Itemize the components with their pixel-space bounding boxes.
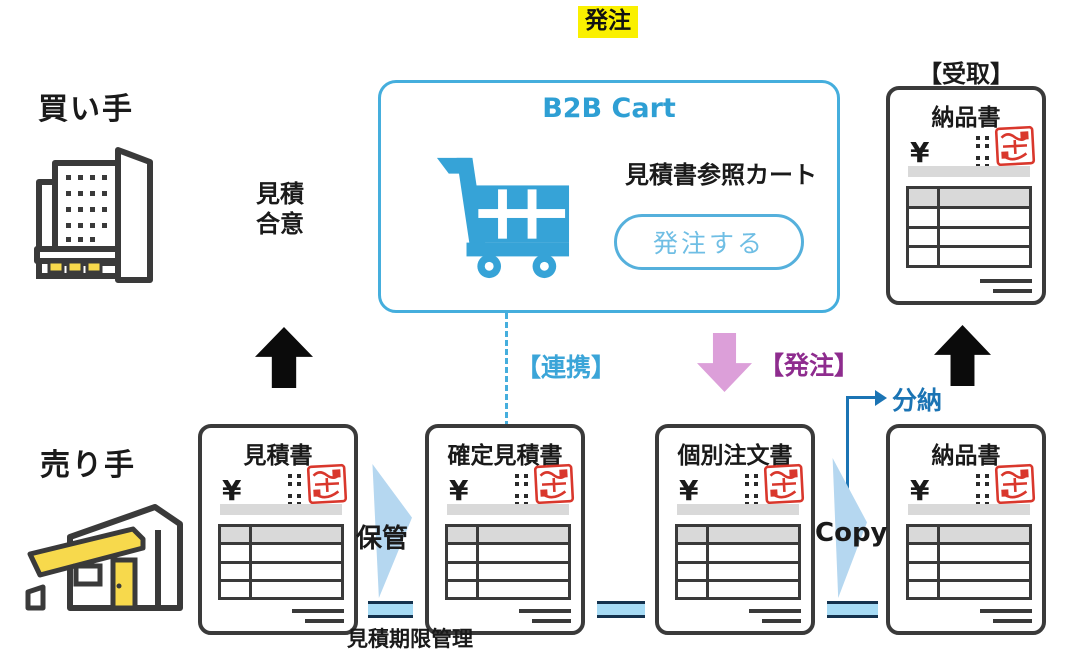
hanko-stamp-icon (533, 463, 575, 505)
signature-line (519, 609, 571, 613)
document-quote: 見積書 ¥ (198, 424, 358, 635)
storefront-icon (25, 504, 183, 611)
copy-label: Copy (815, 518, 888, 548)
quote-agreement-line2: 合意 (256, 210, 304, 238)
yen-symbol: ¥ (222, 474, 242, 507)
up-arrow-icon (255, 327, 313, 388)
signature-line (980, 609, 1032, 613)
amount-bar (447, 504, 569, 515)
link-bar-icon (368, 601, 413, 618)
dots-icon (515, 474, 529, 506)
cart-caption: 見積書参照カート (625, 161, 817, 189)
amount-bar (908, 166, 1030, 177)
right-arrowhead-icon (875, 390, 887, 406)
line-items-table (906, 524, 1032, 600)
dots-icon (976, 136, 990, 168)
storage-label: 保管 (356, 524, 409, 554)
dots-icon (976, 474, 990, 506)
b2b-cart-title: B2B Cart (542, 93, 676, 124)
document-individual-order: 個別注文書 ¥ (655, 424, 815, 635)
hanko-stamp-icon (994, 125, 1036, 167)
elbow-connector-horizontal (846, 396, 877, 399)
shopping-cart-icon (436, 157, 570, 279)
link-bar-icon (827, 601, 878, 618)
yen-symbol: ¥ (679, 474, 699, 507)
quote-deadline-label: 見積期限管理 (347, 627, 473, 651)
signature-line (532, 619, 571, 623)
document-delivery-slip: 納品書 ¥ (886, 424, 1046, 635)
signature-line (993, 289, 1032, 293)
signature-line (993, 619, 1032, 623)
document-title: 納品書 (931, 443, 1001, 469)
document-title: 見積書 (243, 443, 313, 469)
signature-line (305, 619, 344, 623)
line-items-table (445, 524, 571, 600)
elbow-connector-vertical (846, 397, 849, 509)
line-items-table (218, 524, 344, 600)
dots-icon (288, 474, 302, 506)
line-items-table (906, 186, 1032, 268)
line-items-table (675, 524, 801, 600)
signature-line (980, 279, 1032, 283)
signature-line (292, 609, 344, 613)
office-building-icon (34, 147, 153, 283)
order-arrow-label: 【発注】 (759, 351, 860, 380)
document-title: 確定見積書 (447, 443, 563, 469)
yen-symbol: ¥ (449, 474, 469, 507)
quote-agreement-label: 見積 合意 (238, 179, 322, 239)
dots-icon (745, 474, 759, 506)
hanko-stamp-icon (306, 463, 348, 505)
hanko-stamp-icon (763, 463, 805, 505)
signature-line (762, 619, 801, 623)
amount-bar (677, 504, 799, 515)
document-confirmed-quote: 確定見積書 ¥ (425, 424, 585, 635)
place-order-button[interactable]: 発注する (614, 214, 804, 270)
dashed-connector-line (505, 313, 508, 427)
hanko-stamp-icon (994, 463, 1036, 505)
receive-label: 【受取】 (918, 60, 1014, 88)
document-delivery-slip-received: 納品書 ¥ (886, 86, 1046, 305)
yen-symbol: ¥ (910, 474, 930, 507)
buyer-label: 買い手 (38, 92, 134, 127)
link-bar-icon (597, 601, 645, 618)
seller-label: 売り手 (40, 448, 136, 483)
order-highlight-label: 発注 (578, 6, 638, 38)
signature-line (749, 609, 801, 613)
yen-symbol: ¥ (910, 136, 930, 169)
b2b-cart-panel: B2B Cart 見積書参照カート 発注する (378, 80, 840, 313)
quote-agreement-line1: 見積 (256, 180, 304, 208)
document-title: 個別注文書 (677, 443, 793, 469)
amount-bar (908, 504, 1030, 515)
down-arrow-icon (697, 333, 752, 392)
document-title: 納品書 (931, 105, 1001, 131)
partial-delivery-label: 分納 (892, 386, 943, 415)
link-label: 【連携】 (516, 353, 617, 382)
amount-bar (220, 504, 342, 515)
up-arrow-icon (934, 325, 991, 386)
